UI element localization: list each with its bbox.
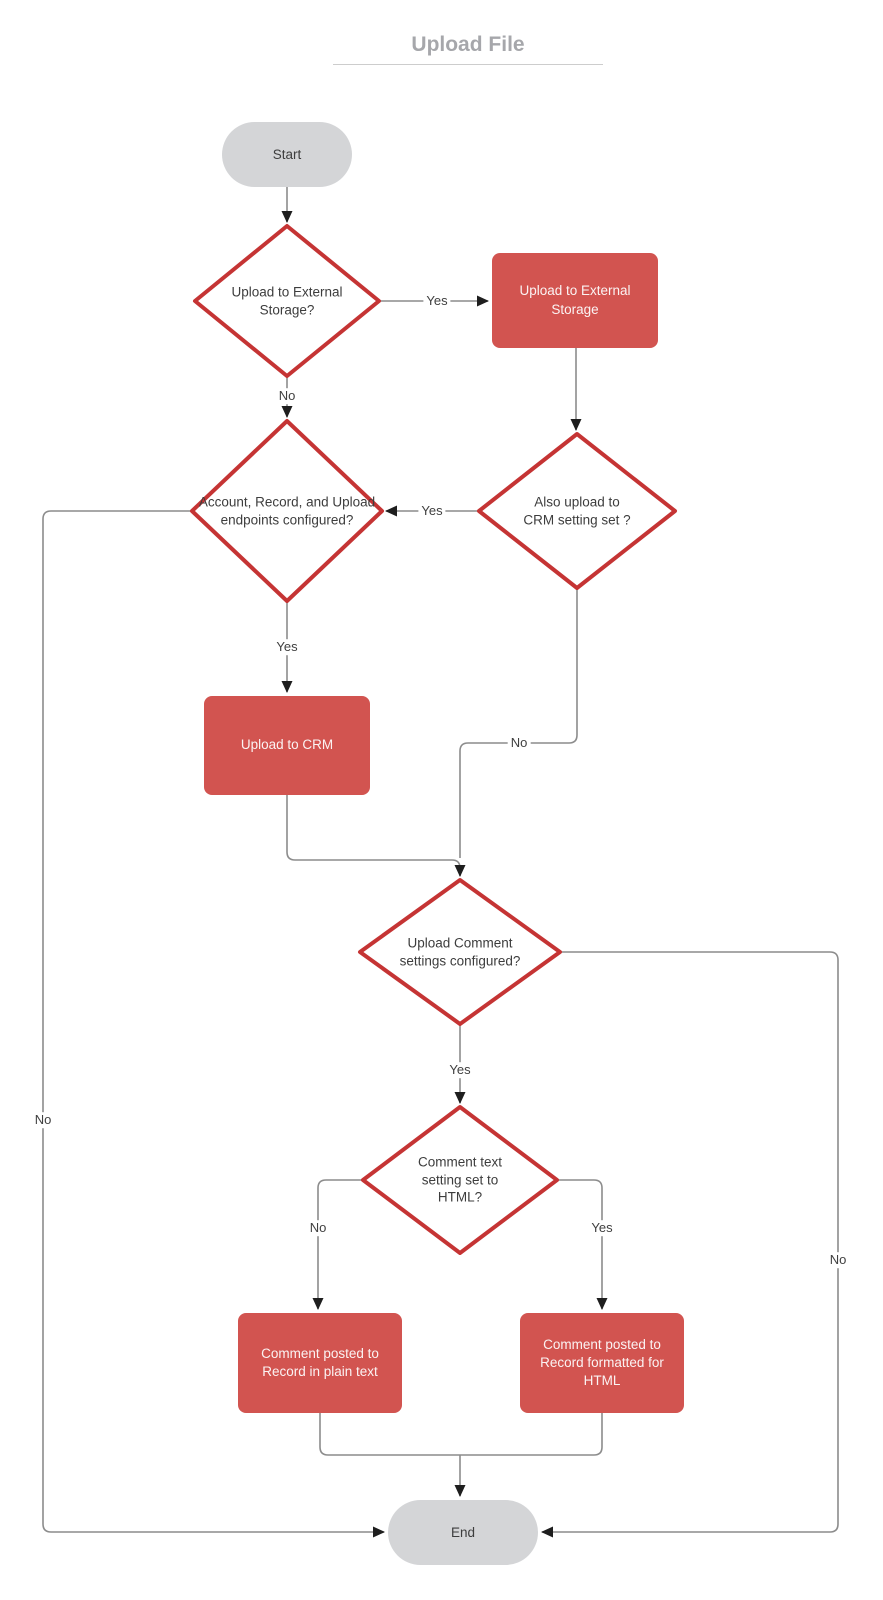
edge-label-html-yes: Yes (588, 1220, 616, 1236)
edge-label-endpoints-no: No (31, 1112, 55, 1128)
process-upload-to-crm-label: Upload to CRM (240, 737, 334, 753)
end-node-label: End (450, 1525, 476, 1540)
decision-comment-settings-label: Upload Comment settings configured? (399, 935, 521, 968)
start-node: Start (222, 122, 352, 187)
process-upload-to-crm: Upload to CRM (204, 696, 370, 795)
process-comment-html-label: Comment posted to Record formatted for H… (540, 1336, 664, 1389)
page-title: Upload File (411, 33, 525, 56)
edge-label-external-no: No (275, 388, 299, 404)
edge-plain-to-merge (319, 1413, 460, 1456)
decision-endpoints-configured-label: Account, Record, and Upload endpoints co… (198, 494, 376, 527)
decision-comment-html-shape (361, 1105, 559, 1255)
process-comment-plain-text: Comment posted to Record in plain text (238, 1313, 402, 1413)
title-underline (333, 64, 603, 65)
process-upload-external-storage-label: Upload to External Storage (519, 283, 631, 317)
edge-label-also-crm-no: No (507, 735, 531, 751)
edge-alsocrm-no (459, 588, 578, 858)
decision-upload-external-shape (193, 224, 381, 378)
edge-label-also-crm-yes: Yes (418, 503, 446, 519)
start-node-label: Start (272, 147, 302, 162)
edge-label-html-no: No (306, 1220, 330, 1236)
edge-endpoints-no (42, 510, 385, 1538)
decision-comment-html-label: Comment text setting set to HTML? (417, 1154, 503, 1205)
edge-label-endpoints-yes: Yes (273, 639, 301, 655)
decision-also-upload-crm-shape (477, 432, 677, 590)
edge-html-no (312, 1179, 363, 1310)
edge-crm-to-comment-decision (286, 795, 466, 877)
edge-label-comment-yes: Yes (446, 1062, 474, 1078)
process-comment-html: Comment posted to Record formatted for H… (520, 1313, 684, 1413)
edge-htmlbox-to-merge (460, 1413, 603, 1456)
edge-label-comment-no: No (826, 1252, 850, 1268)
edge-html-yes (557, 1179, 608, 1310)
decision-comment-settings-shape (358, 878, 562, 1026)
edge-comment-no (541, 951, 839, 1538)
process-upload-external-storage: Upload to External Storage (492, 253, 658, 348)
edge-label-external-yes: Yes (423, 293, 451, 309)
decision-endpoints-configured-shape (190, 419, 384, 603)
decision-also-upload-crm-label: Also upload to CRM setting set ? (523, 494, 631, 527)
process-comment-plain-text-label: Comment posted to Record in plain text (261, 1345, 379, 1379)
end-node: End (388, 1500, 538, 1565)
decision-upload-external-label: Upload to External Storage? (231, 284, 343, 317)
